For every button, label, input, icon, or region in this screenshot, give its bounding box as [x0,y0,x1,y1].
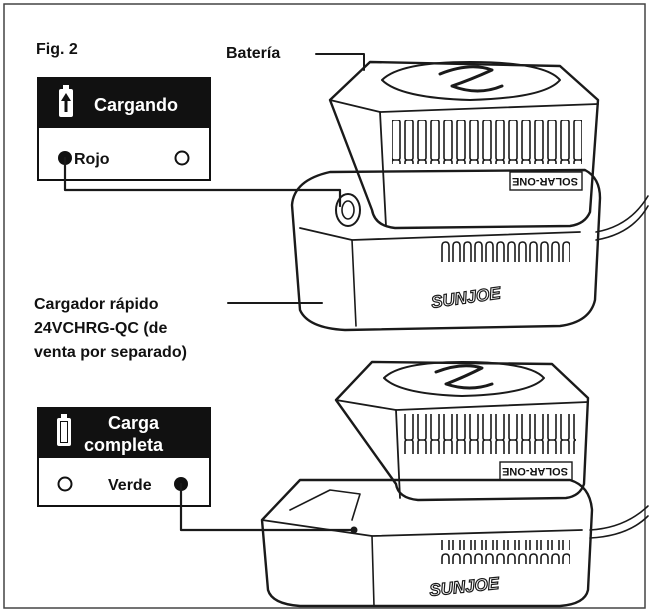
battery-charging-icon [59,85,73,117]
status-complete-led-text: Verde [108,477,152,494]
battery-full-icon [57,414,71,446]
led-off-indicator [176,152,189,165]
status-charging-title: Cargando [94,95,178,115]
status-complete-title-line1: Carga [108,413,160,433]
charger-label-line3: venta por separado) [34,344,187,361]
charger-bottom-vents [440,540,570,564]
battery-top-ribs [392,120,582,164]
battery-label: Batería [226,45,280,62]
battery-bottom-brand: SOLAR-ONE [502,465,568,477]
charger-top-vents [440,238,570,264]
status-charging-led-text: Rojo [74,151,110,168]
figure-label: Fig. 2 [36,41,78,58]
charger-label-line1: Cargador rápido [34,296,159,313]
battery-top-brand: SOLAR-ONE [512,175,578,187]
status-complete-title-line2: completa [84,435,164,455]
battery-bottom-ribs [404,414,576,454]
charger-label-line2: 24VCHRG-QC (de [34,320,167,337]
led-off-indicator-2 [59,478,72,491]
